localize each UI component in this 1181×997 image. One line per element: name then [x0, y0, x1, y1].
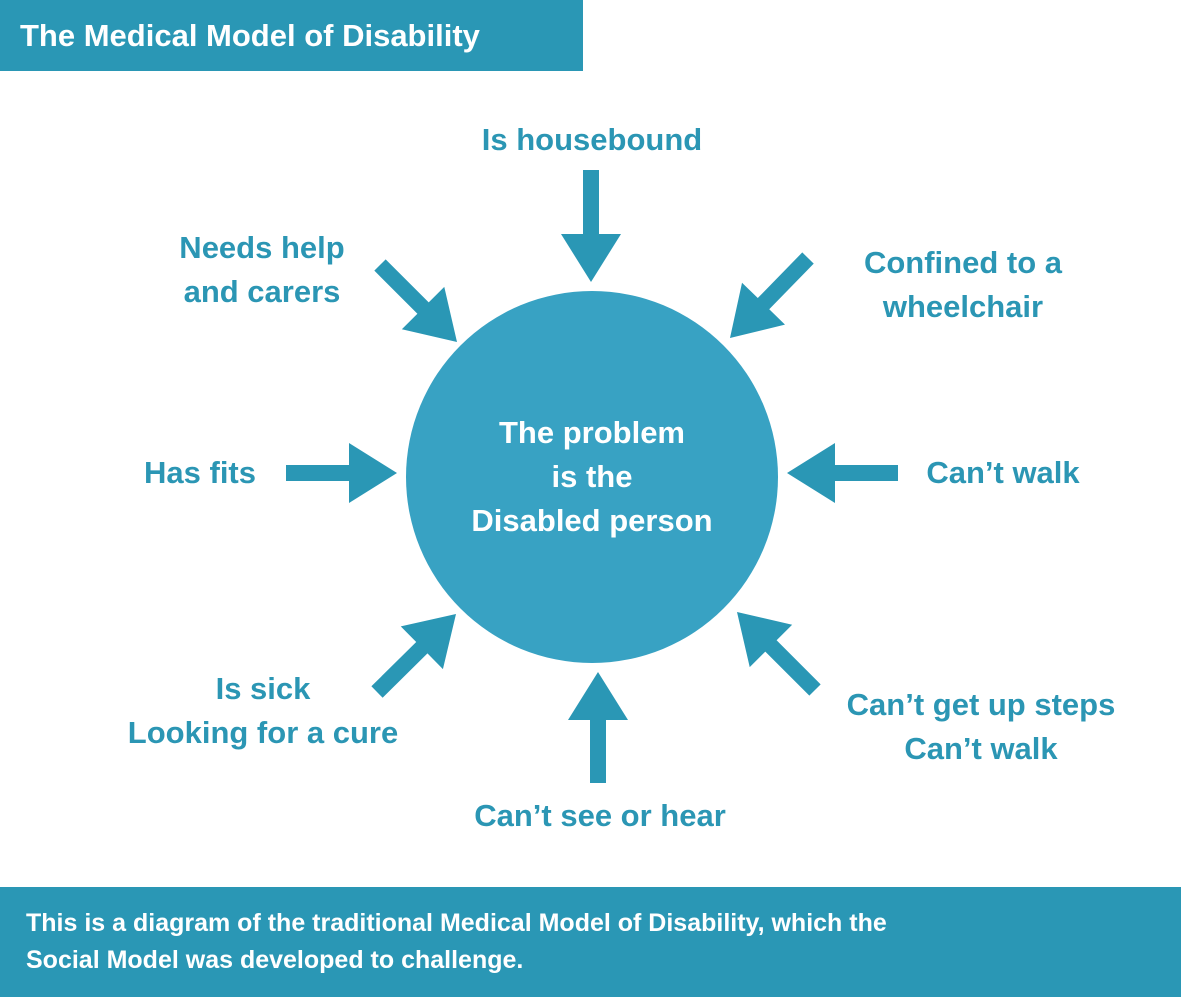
label-confined-wheelchair: Confined to a wheelchair — [864, 241, 1062, 329]
label-needs-help: Needs help and carers — [179, 226, 344, 314]
footer-line: This is a diagram of the traditional Med… — [26, 909, 887, 937]
footer-caption: This is a diagram of the traditional Med… — [0, 887, 1181, 997]
arrow-top-icon — [561, 170, 621, 282]
center-circle: The problem is the Disabled person — [406, 291, 778, 663]
label-has-fits: Has fits — [144, 455, 256, 490]
label-cant-walk: Can’t walk — [926, 455, 1080, 490]
label-line: Is sick — [215, 671, 311, 706]
arrow-top-left-icon — [374, 259, 457, 342]
label-line: Needs help — [179, 230, 345, 265]
label-line: Can’t walk — [904, 731, 1058, 766]
label-cant-see-or-hear: Can’t see or hear — [474, 798, 726, 833]
label-line: Can’t get up steps — [846, 687, 1116, 722]
label-is-housebound: Is housebound — [481, 122, 703, 157]
arrow-left-icon — [286, 443, 397, 503]
arrow-bottom-right-icon — [737, 612, 821, 696]
arrow-top-right-icon — [730, 252, 814, 338]
center-text-line: The problem — [498, 415, 685, 450]
arrow-bottom-left-icon — [371, 614, 456, 698]
label-line: Looking for a cure — [127, 715, 399, 750]
arrow-bottom-icon — [568, 672, 628, 783]
label-line: Confined to a — [863, 245, 1063, 280]
diagram-title: The Medical Model of Disability — [0, 0, 583, 71]
center-text-line: is the — [551, 459, 633, 494]
label-line: and carers — [183, 274, 341, 309]
label-cant-get-up-steps: Can’t get up steps Can’t walk — [847, 683, 1116, 771]
label-is-sick: Is sick Looking for a cure — [128, 667, 398, 755]
footer-line: Social Model was developed to challenge. — [26, 946, 524, 974]
arrow-right-icon — [787, 443, 898, 503]
label-line: wheelchair — [882, 289, 1044, 324]
center-text-line: Disabled person — [471, 503, 713, 538]
